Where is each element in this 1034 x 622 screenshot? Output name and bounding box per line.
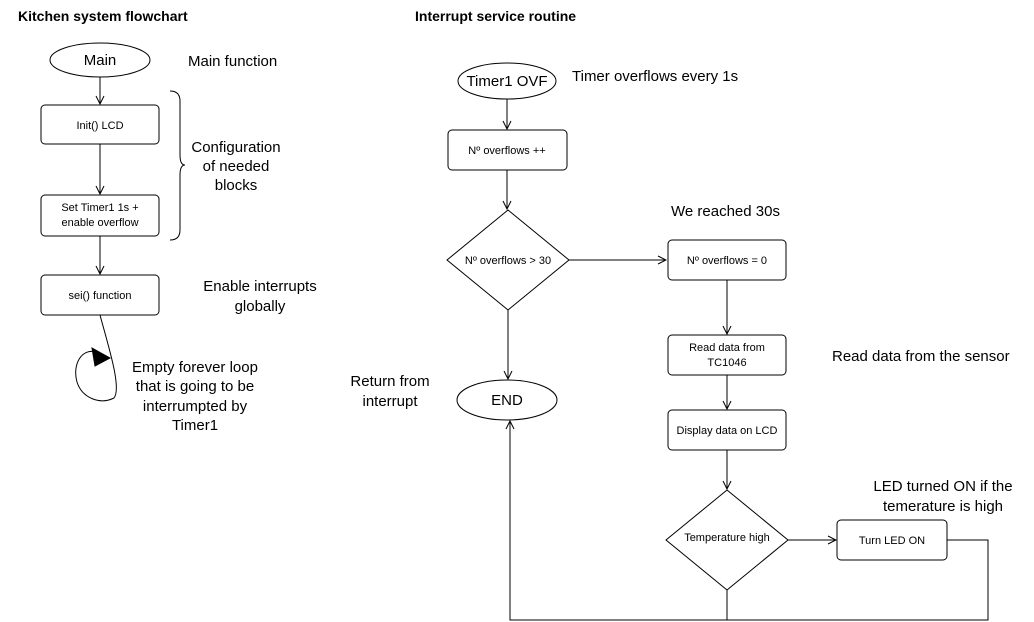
note-return-1: Return from: [350, 373, 429, 390]
note-loop-2: that is going to be: [136, 378, 254, 395]
overflows-inc-box: Nº overflows ++: [447, 129, 568, 171]
note-return-2: interrupt: [362, 393, 418, 410]
left-title: Kitchen system flowchart: [18, 8, 188, 24]
note-loop-1: Empty forever loop: [132, 359, 258, 376]
note-config-2: of needed: [203, 158, 270, 175]
main-label: Main: [84, 52, 117, 69]
note-enable-1: Enable interrupts: [203, 278, 316, 295]
note-enable-2: globally: [235, 298, 286, 315]
temperature-high-diamond: Temperature high: [665, 489, 789, 591]
turn-led-box: Turn LED ON: [836, 519, 948, 561]
note-main-function: Main function: [188, 53, 277, 70]
note-reached: We reached 30s: [671, 203, 780, 220]
note-timer-overflow: Timer overflows every 1s: [572, 68, 738, 85]
overflows-inc-label: Nº overflows ++: [468, 145, 545, 157]
display-data-label: Display data on LCD: [677, 425, 778, 437]
timer-ovf-label: Timer1 OVF: [466, 73, 547, 90]
forever-loop-curve: [75, 314, 117, 402]
forever-loop-arrowhead: [91, 347, 112, 367]
note-led-2: temerature is high: [883, 498, 1003, 515]
note-loop-3: interrumpted by: [143, 398, 248, 415]
sei-box: sei() function: [40, 274, 160, 316]
note-led-1: LED turned ON if the: [873, 478, 1012, 495]
note-loop-4: Timer1: [172, 417, 218, 434]
display-data-box: Display data on LCD: [667, 409, 787, 451]
note-read-sensor: Read data from the sensor: [832, 348, 1010, 365]
sei-label: sei() function: [69, 290, 132, 302]
temperature-high-label: Temperature high: [684, 532, 770, 544]
read-data-label-1: Read data from: [689, 342, 765, 354]
note-config-1: Configuration: [191, 139, 280, 156]
return-path-led: [510, 421, 989, 621]
right-title: Interrupt service routine: [415, 8, 576, 24]
end-terminal: END: [456, 379, 558, 421]
end-label: END: [491, 392, 523, 409]
set-timer-label-2: enable overflow: [61, 217, 138, 229]
turn-led-label: Turn LED ON: [859, 535, 925, 547]
init-lcd-box: Init() LCD: [40, 104, 160, 145]
timer-ovf-terminal: Timer1 OVF: [457, 62, 557, 100]
overflows-check-label: Nº overflows > 30: [465, 255, 551, 267]
overflows-reset-label: Nº overflows = 0: [687, 255, 767, 267]
config-brace: [169, 90, 186, 241]
init-lcd-label: Init() LCD: [76, 120, 123, 132]
note-config-3: blocks: [215, 177, 258, 194]
set-timer-label-1: Set Timer1 1s +: [61, 202, 138, 214]
overflows-check-diamond: Nº overflows > 30: [446, 209, 570, 311]
set-timer-box: Set Timer1 1s + enable overflow: [40, 194, 160, 237]
main-terminal: Main: [49, 42, 151, 78]
read-data-label-2: TC1046: [707, 357, 746, 369]
read-data-box: Read data from TC1046: [667, 334, 787, 376]
overflows-reset-box: Nº overflows = 0: [667, 239, 787, 281]
